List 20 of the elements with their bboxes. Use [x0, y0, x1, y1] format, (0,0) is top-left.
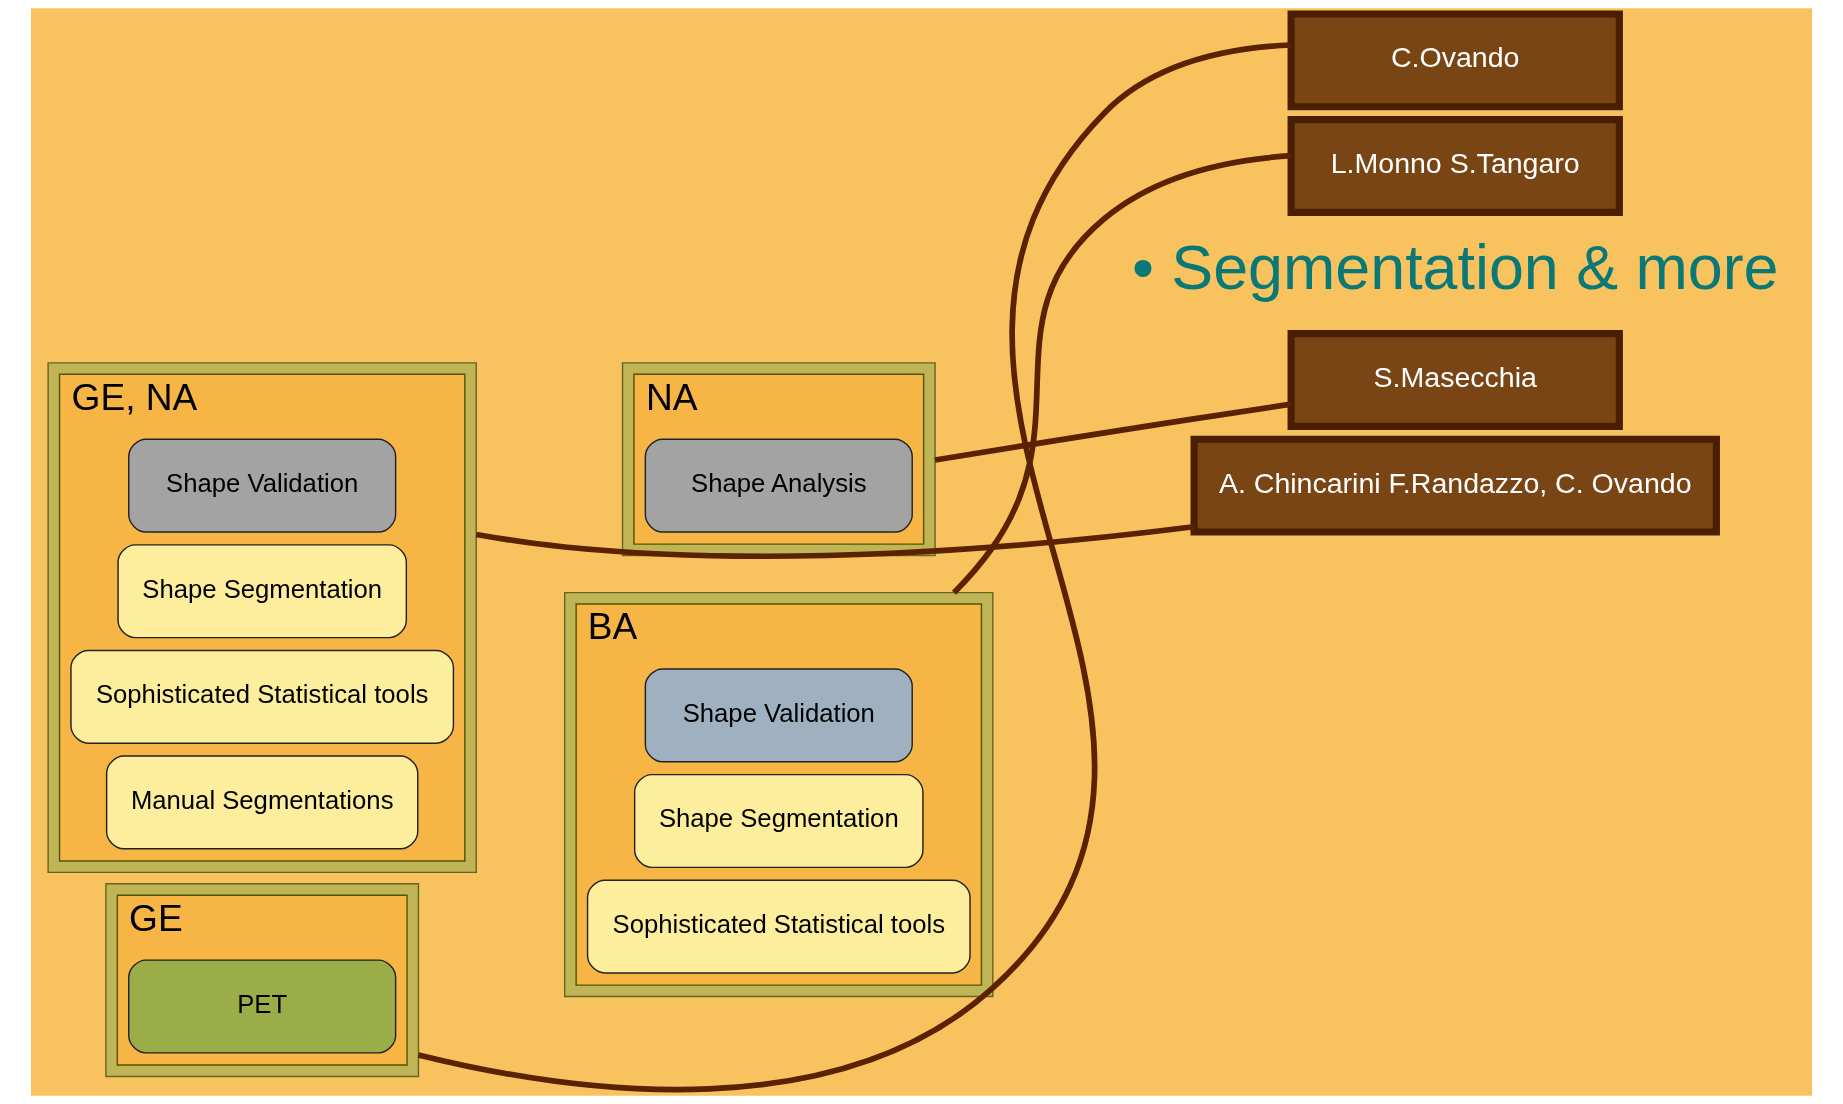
connector [475, 523, 1195, 559]
label: • Segmentation & more [1131, 231, 1779, 302]
connector [951, 152, 1292, 595]
node-box: Shape Validation [644, 668, 913, 763]
cluster [105, 883, 420, 1078]
connector [417, 42, 1292, 1093]
node-box: Shape Segmentation [117, 544, 408, 639]
node-box: Sophisticated Statistical tools [586, 879, 971, 974]
node-box: Shape Analysis [644, 438, 913, 533]
node-box: Sophisticated Statistical tools [70, 649, 455, 744]
node-box: C.Ovando [1287, 10, 1623, 111]
node-box: Manual Segmentations [105, 755, 419, 850]
node-box: S.Masecchia [1287, 330, 1623, 430]
node-box: L.Monno S.Tangaro [1287, 116, 1623, 216]
node-box: PET [128, 959, 397, 1054]
connector [934, 401, 1292, 463]
node-box: A. Chincarini F.Randazzo, C. Ovando [1190, 435, 1720, 536]
node-box: Shape Segmentation [633, 773, 924, 869]
node-box: Shape Validation [128, 438, 397, 533]
cluster [621, 362, 936, 557]
